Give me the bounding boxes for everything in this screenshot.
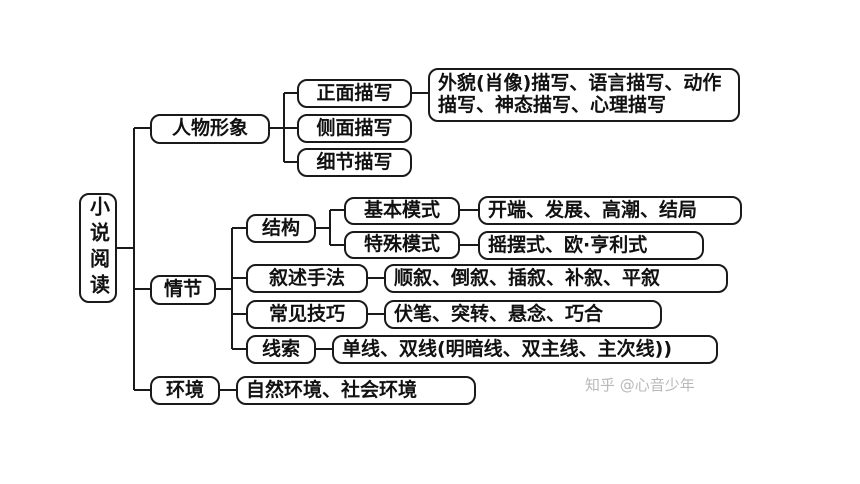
front-description-detail-node: 外貌(肖像)描写、语言描写、动作描写、神态描写、心理描写 bbox=[428, 68, 740, 122]
watermark: 知乎 @心音少年 bbox=[585, 376, 695, 394]
narration-detail-node: 顺叙、倒叙、插叙、补叙、平叙 bbox=[384, 264, 728, 293]
root-node: 小说阅读 bbox=[79, 193, 117, 303]
detail-description-node: 细节描写 bbox=[297, 148, 412, 177]
environment-node: 环境 bbox=[150, 376, 220, 405]
character-node: 人物形象 bbox=[150, 114, 270, 144]
front-description-node: 正面描写 bbox=[297, 79, 412, 108]
environment-detail-node: 自然环境、社会环境 bbox=[236, 376, 476, 405]
basic-mode-detail-node: 开端、发展、高潮、结局 bbox=[478, 196, 742, 225]
special-mode-node: 特殊模式 bbox=[344, 231, 460, 259]
special-mode-detail-node: 摇摆式、欧·亨利式 bbox=[478, 231, 704, 260]
clue-detail-node: 单线、双线(明暗线、双主线、主次线)) bbox=[332, 335, 718, 364]
side-description-node: 侧面描写 bbox=[297, 114, 412, 143]
basic-mode-node: 基本模式 bbox=[344, 197, 460, 225]
techniques-node: 常见技巧 bbox=[246, 300, 368, 329]
clue-node: 线索 bbox=[246, 335, 316, 364]
structure-node: 结构 bbox=[246, 214, 316, 243]
narration-node: 叙述手法 bbox=[246, 264, 368, 293]
techniques-detail-node: 伏笔、突转、悬念、巧合 bbox=[384, 300, 662, 329]
plot-node: 情节 bbox=[150, 275, 216, 305]
